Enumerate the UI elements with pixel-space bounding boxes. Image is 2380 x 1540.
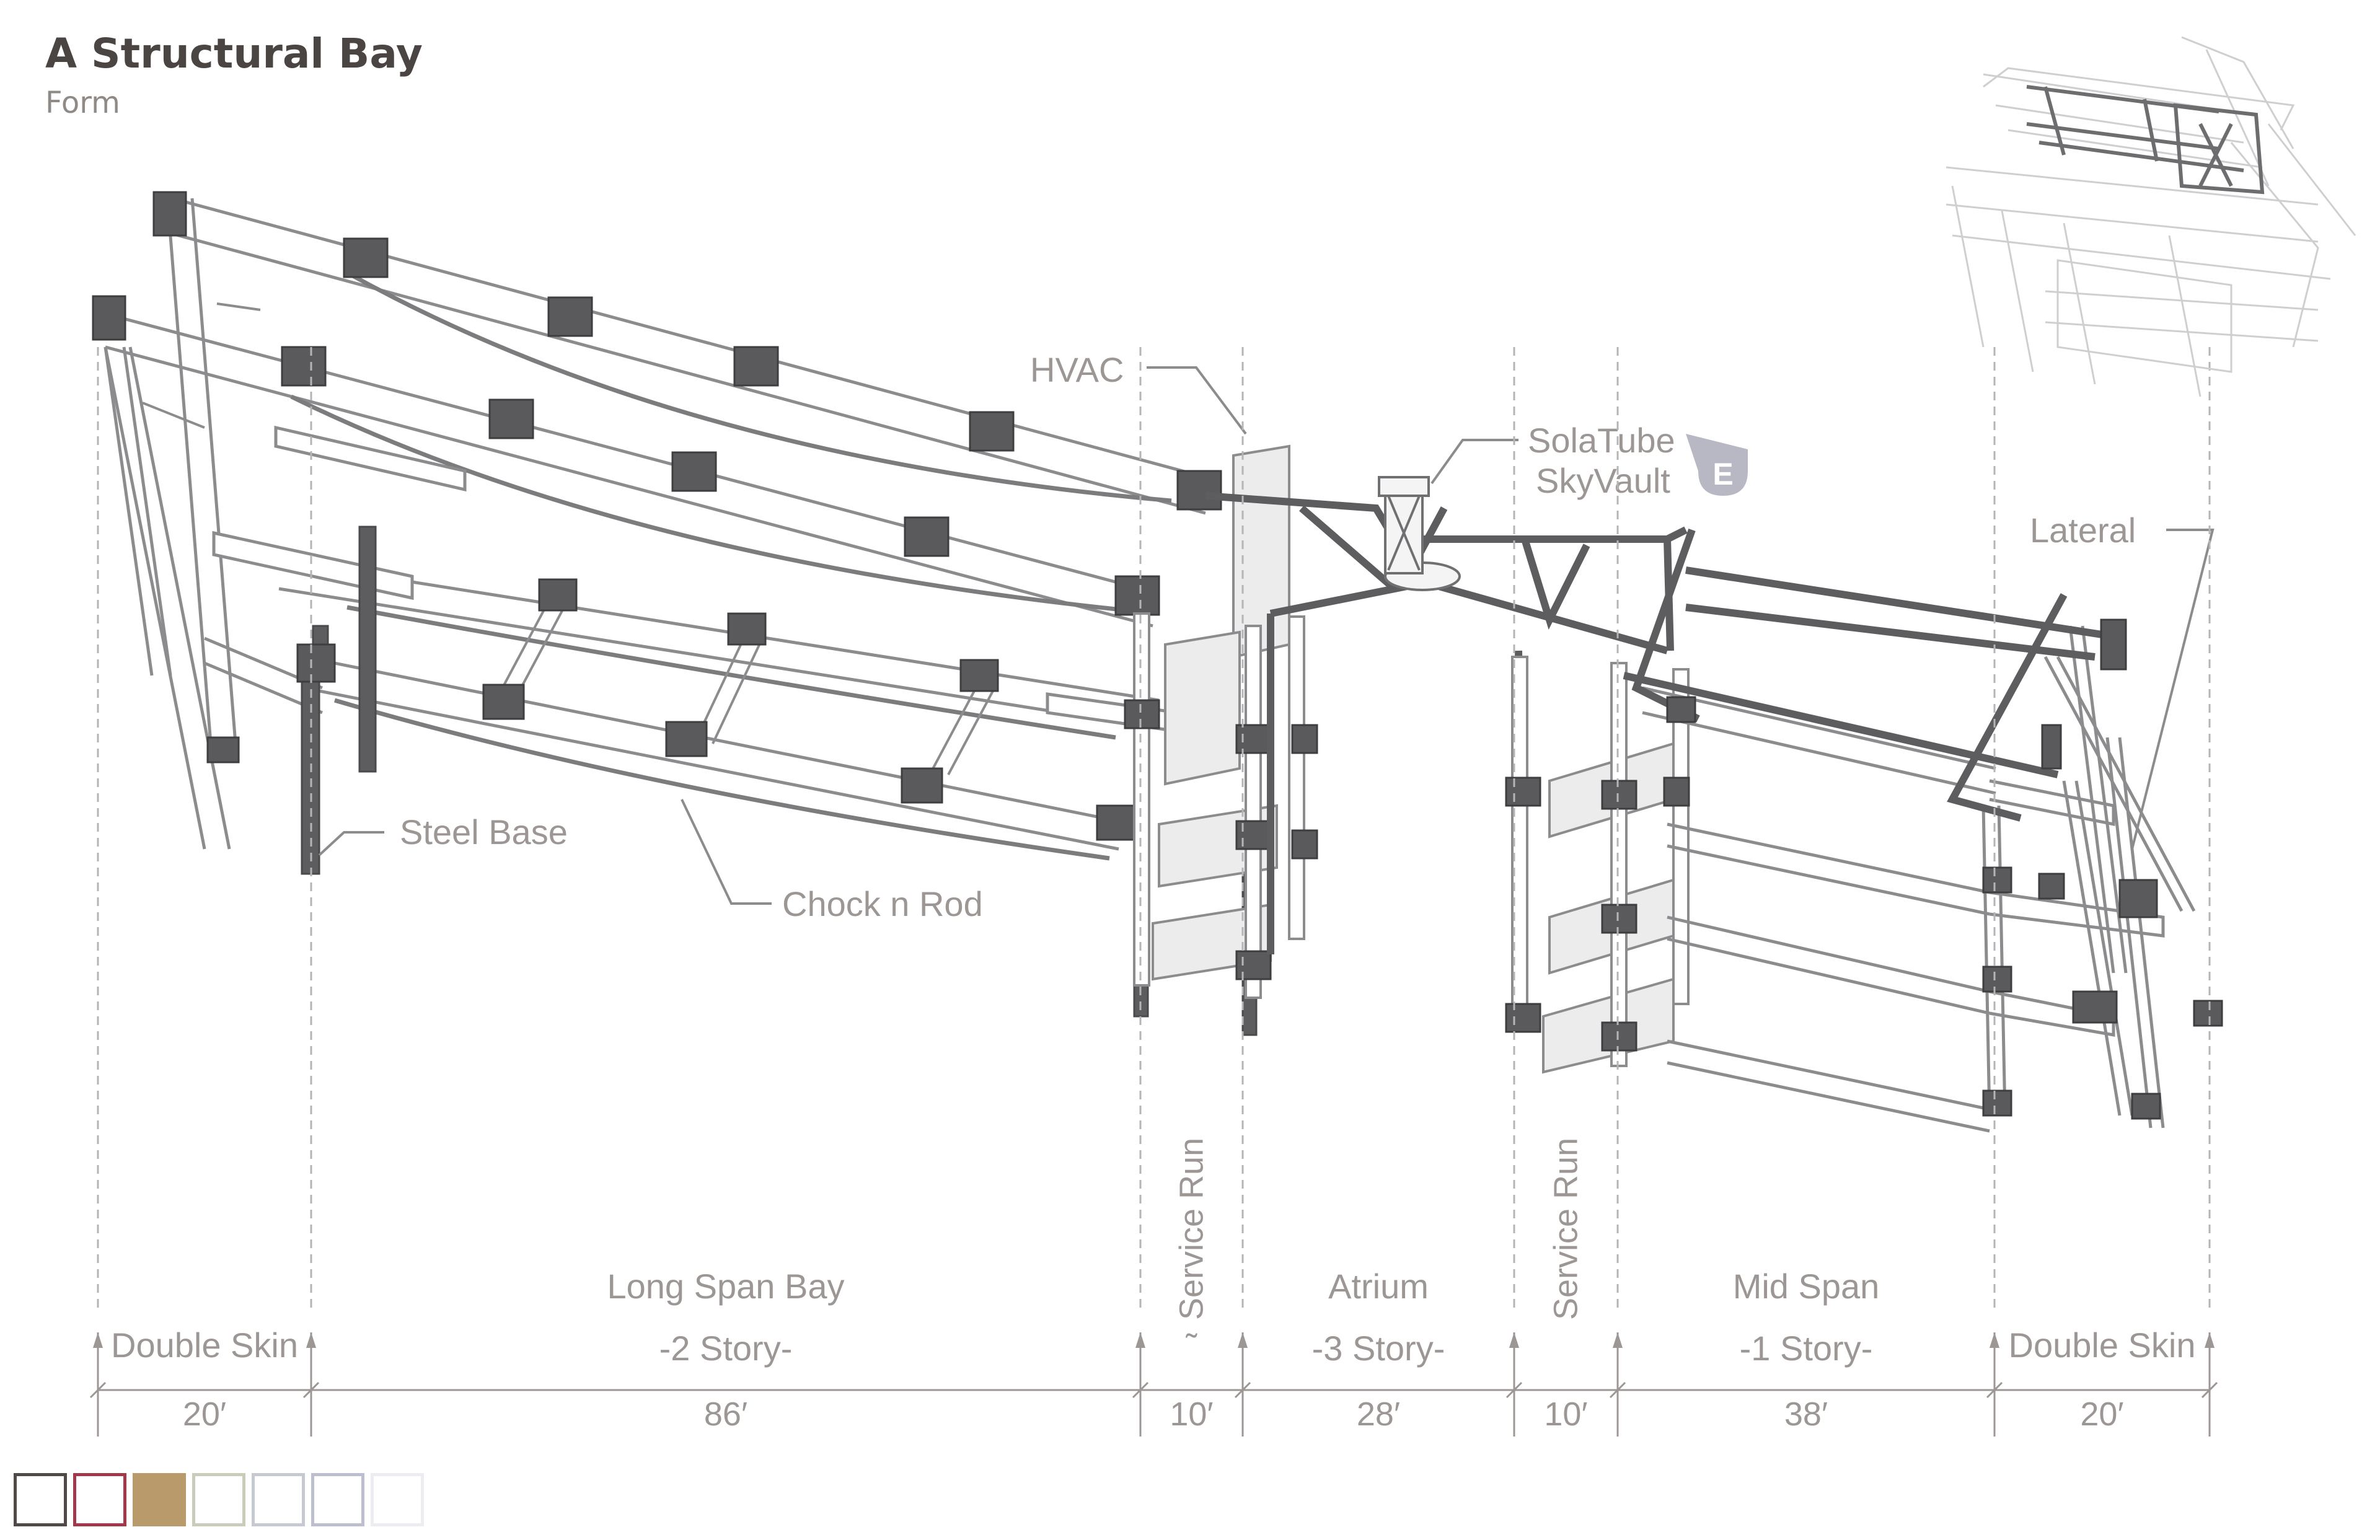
callout-leaders: [318, 366, 2215, 905]
dimension-slash: [1505, 1381, 1523, 1399]
svg-text:E: E: [1712, 457, 1733, 491]
dimension-slash: [1132, 1381, 1149, 1399]
zone-name: Double Skin: [111, 1326, 298, 1365]
dimension-slash: [1609, 1381, 1626, 1399]
key-plan-highlight: [2026, 85, 2265, 195]
color-swatch: [371, 1473, 424, 1526]
chock-rod-leader: [681, 799, 772, 905]
zone-name: Long Span Bay: [607, 1267, 845, 1306]
service-run-1: [1124, 444, 1318, 999]
zone-dimension: 38′: [1784, 1396, 1828, 1433]
zone-dimension: 20′: [183, 1396, 226, 1433]
color-swatch: [311, 1473, 364, 1526]
zone-dimension: 86′: [704, 1396, 747, 1433]
joists: [142, 302, 999, 775]
dimension-arrow: [1509, 1332, 1519, 1348]
key-plan-thumbnail: [1946, 36, 2356, 397]
dimension-slash: [1986, 1381, 2003, 1399]
dimension-arrow: [1990, 1332, 1999, 1348]
solatube-badge: E: [1686, 434, 1748, 496]
dimension-slash: [302, 1381, 320, 1399]
mid-span-structure: [1642, 625, 2196, 1133]
color-swatch: [133, 1473, 186, 1526]
lateral-leader: [2131, 529, 2215, 850]
solatube-label: SolaTube: [1528, 421, 1675, 460]
dimension-strings: 20′ Double Skin 86′ Long Span Bay -2 Story- 1…: [89, 347, 2218, 1437]
beam-brackets: [92, 191, 1222, 841]
lateral-label: Lateral: [2030, 511, 2136, 550]
zone-name: Double Skin: [2009, 1326, 2196, 1365]
solatube-leader: [1430, 439, 1518, 485]
long-span-structure: [92, 191, 1258, 1036]
zone-dimension: 28′: [1357, 1396, 1400, 1433]
zone-story: -3 Story-: [1312, 1329, 1445, 1368]
zone-dimension: 10′: [1170, 1396, 1213, 1433]
hvac-leader: [1147, 366, 1247, 435]
double-skin-frame: [104, 196, 323, 850]
dimension-arrow: [2205, 1332, 2215, 1348]
dimension-arrow: [1238, 1332, 1248, 1348]
service-run-2: [1505, 656, 1690, 1074]
page-subtitle: Form: [45, 86, 120, 120]
dimension-arrow: [306, 1332, 316, 1348]
zone-name: Atrium: [1328, 1267, 1429, 1306]
skyvault-tube: [1378, 476, 1461, 591]
zone-name: Service Run: [1548, 1138, 1585, 1320]
zone-story: -1 Story-: [1740, 1329, 1873, 1368]
color-swatch: [14, 1473, 67, 1526]
skyvault-label: SkyVault: [1536, 461, 1670, 500]
chock-rod-label: Chock n Rod: [782, 884, 983, 923]
dimension-arrow: [1135, 1332, 1145, 1348]
dimension-slash: [1234, 1381, 1251, 1399]
color-swatch: [73, 1473, 126, 1526]
tension-rods: [290, 270, 1172, 861]
hvac-label: HVAC: [1030, 350, 1124, 389]
color-swatch: [252, 1473, 305, 1526]
mid-span-truss: [1623, 529, 2127, 822]
dimension-arrow: [93, 1332, 103, 1348]
mid-span-brackets: [1666, 618, 2223, 1120]
dimension-slash: [89, 1381, 107, 1399]
dimension-slash: [2201, 1381, 2218, 1399]
roof-beams: [102, 195, 1206, 851]
steel-base-leader: [318, 831, 384, 856]
zone-dimension: 20′: [2080, 1396, 2123, 1433]
color-swatch: [192, 1473, 245, 1526]
page-title: A Structural Bay: [45, 30, 423, 77]
zone-name: Mid Span: [1733, 1267, 1880, 1306]
steel-base-label: Steel Base: [400, 812, 568, 851]
zone-story: ˜: [1186, 1327, 1198, 1365]
dimension-arrow: [1613, 1332, 1623, 1348]
zone-story: -2 Story-: [659, 1329, 793, 1368]
zone-name: Service Run: [1173, 1138, 1210, 1320]
zone-dimension: 10′: [1544, 1396, 1587, 1433]
